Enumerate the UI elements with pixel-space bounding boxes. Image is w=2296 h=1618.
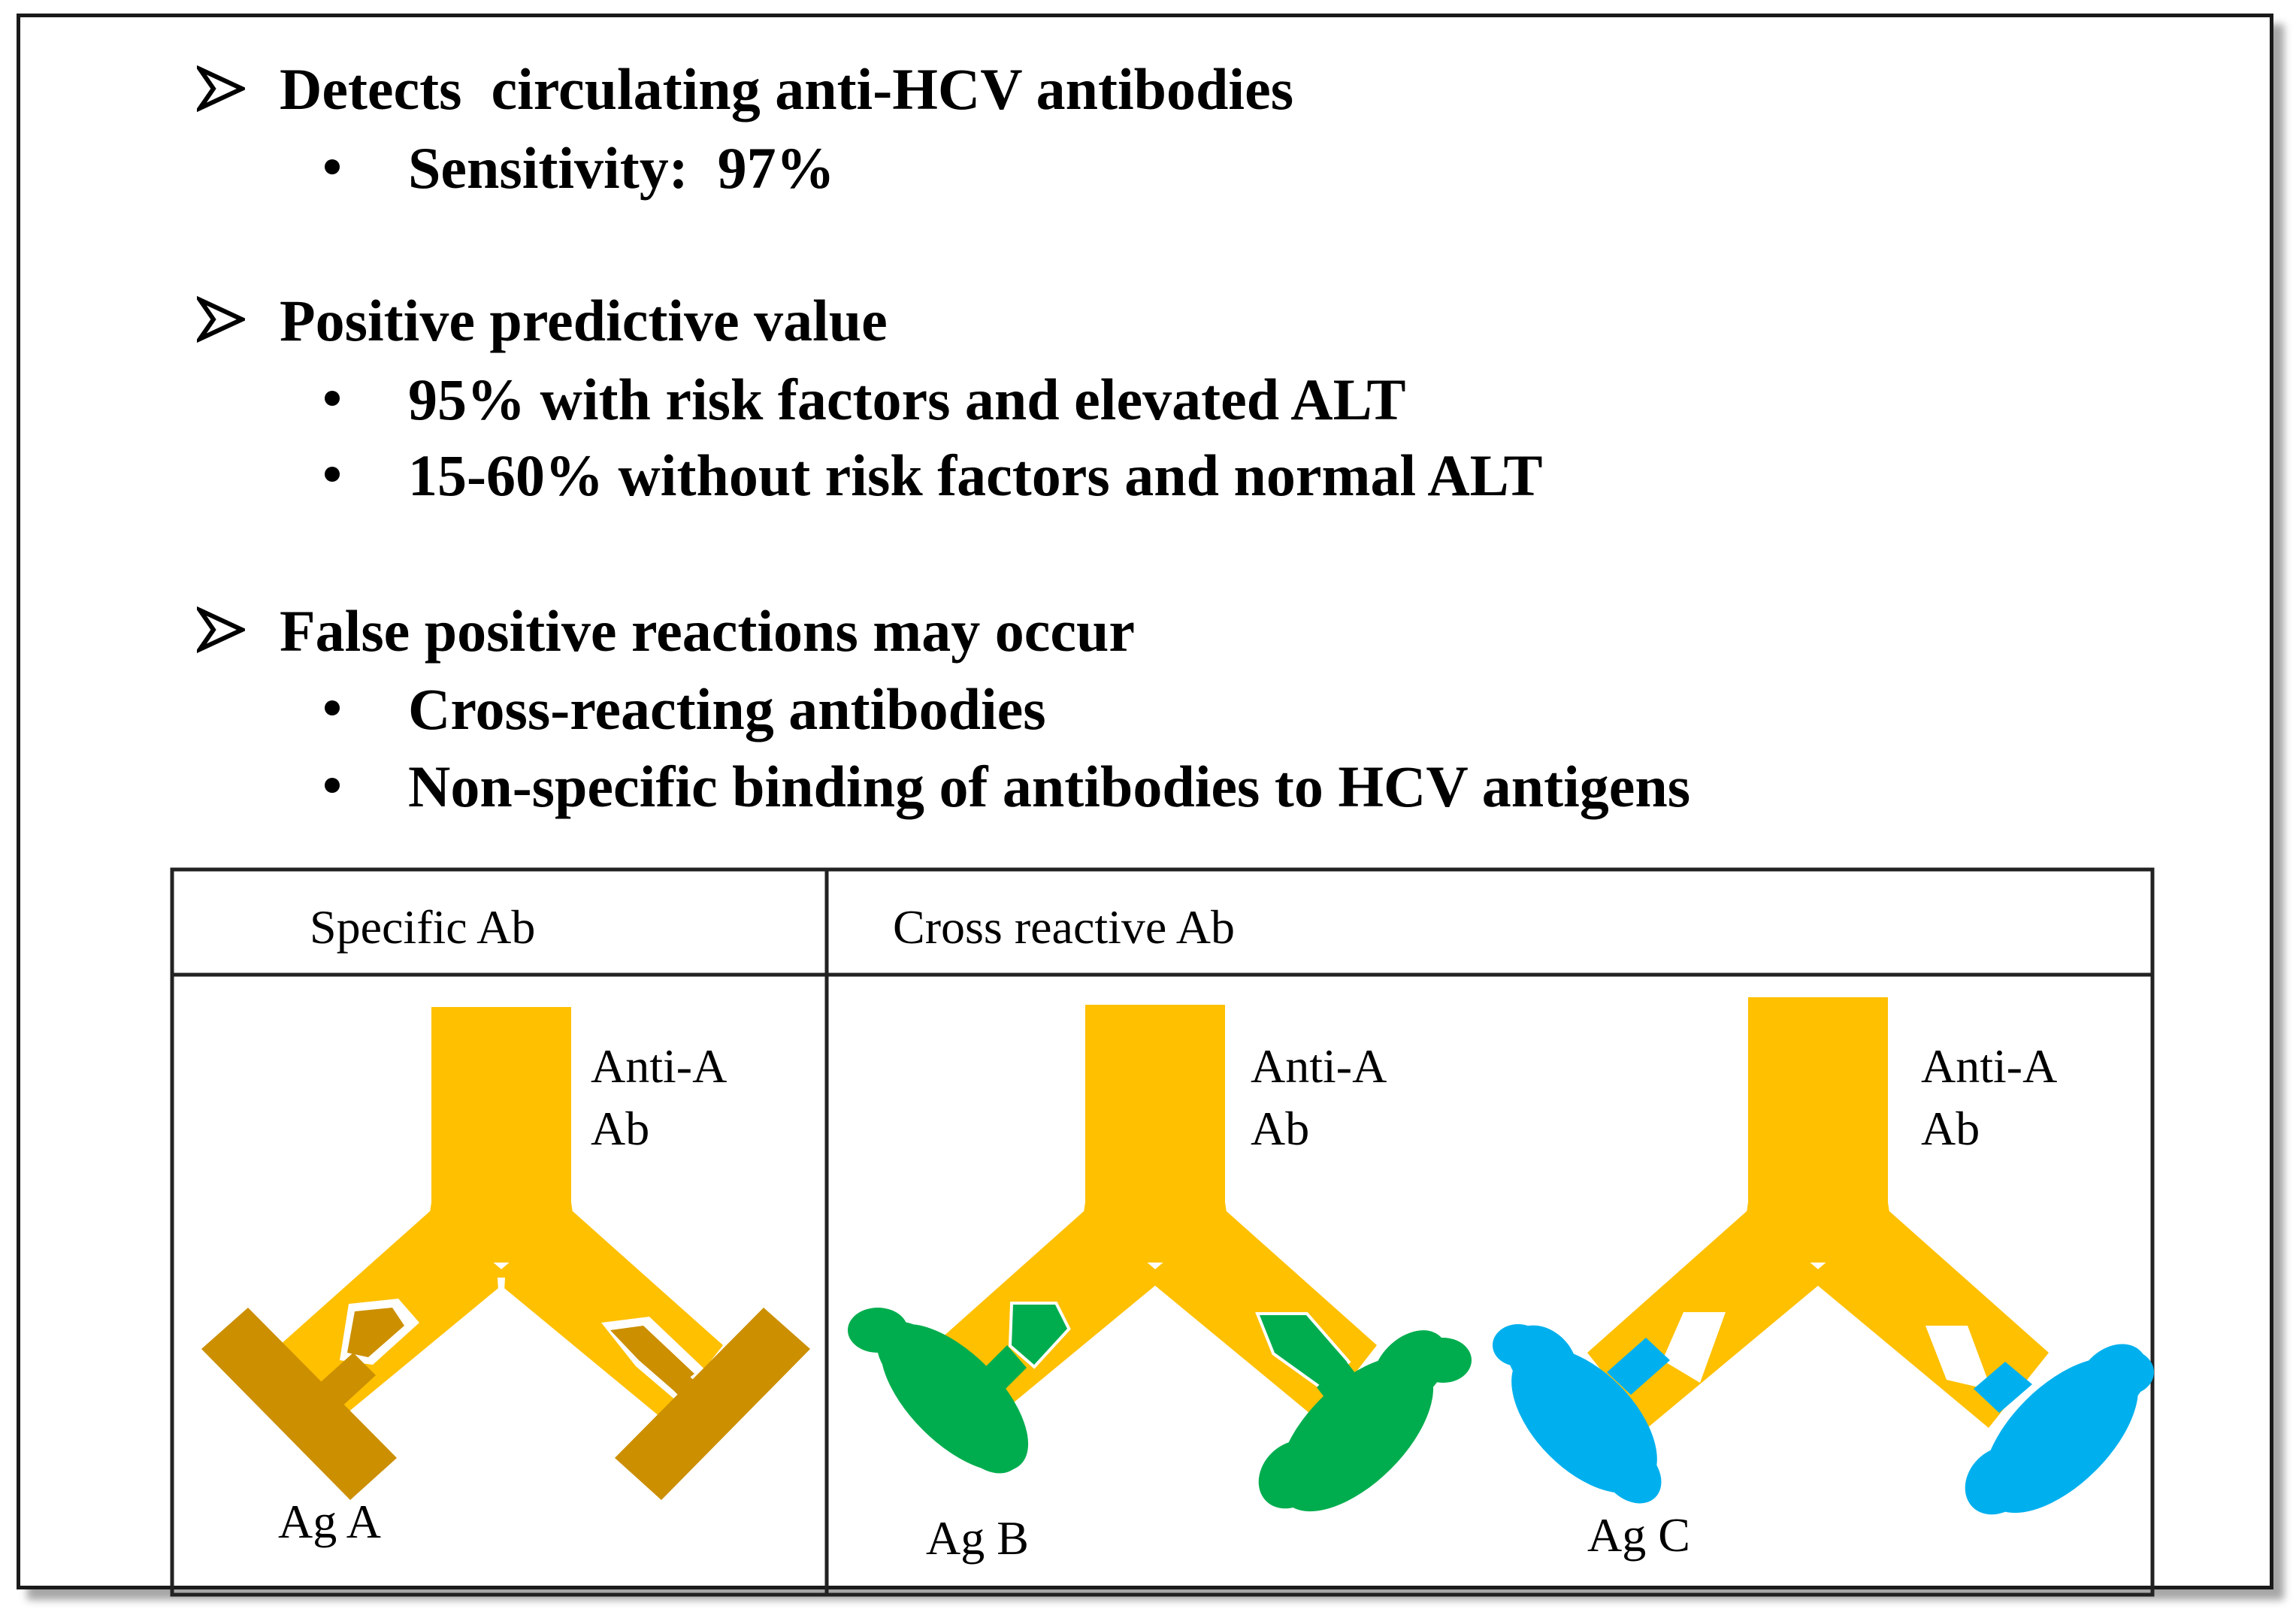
antigen-c-left — [1493, 1324, 1670, 1504]
antigen-a-left — [201, 1299, 419, 1500]
antibody-label-line1: Anti-A — [1251, 1039, 1387, 1093]
bullet-item: Sensitivity: 97% — [408, 135, 835, 201]
bullet-item: Cross-reacting antibodies — [408, 676, 1046, 742]
antibody-label-line1: Anti-A — [1921, 1039, 2057, 1093]
antigen-b-left — [848, 1302, 1071, 1474]
cross-reactive-antibody-panel-c: Anti-A Ab Ag C — [1493, 997, 2154, 1562]
antibody-label-line2: Ab — [591, 1102, 649, 1155]
antigen-label: Ag B — [926, 1511, 1029, 1565]
bullet-item: 15-60% without risk factors and normal A… — [408, 443, 1543, 508]
antigen-label: Ag C — [1587, 1508, 1690, 1562]
header-cross-reactive-ab: Cross reactive Ab — [893, 900, 1235, 954]
cross-reactive-antibody-panel-b: Anti-A Ab Ag B — [848, 1005, 1472, 1565]
bullet-item: Non-specific binding of antibodies to HC… — [408, 754, 1691, 819]
bullet-dot — [325, 700, 340, 715]
comparison-table — [170, 867, 2155, 1597]
bullet-title: Positive predictive value — [280, 288, 888, 353]
bullet-title: Detects circulating anti-HCV antibodies — [280, 56, 1294, 122]
antigen-c-right — [1965, 1344, 2154, 1515]
arrow-bullet-icon — [197, 65, 245, 113]
antigen-a-right — [601, 1308, 810, 1500]
bullet-dot — [325, 778, 340, 793]
antibody-shape — [1587, 997, 2049, 1428]
antigen-b-right — [1255, 1312, 1472, 1512]
specific-antibody-panel: Anti-A Ab Ag A — [201, 1007, 810, 1548]
header-specific-ab: Specific Ab — [310, 900, 535, 954]
bullet-dot — [325, 159, 340, 174]
bullet-title: False positive reactions may occur — [280, 598, 1136, 664]
antibody-label-line1: Anti-A — [591, 1039, 727, 1093]
antigen-label: Ag A — [278, 1495, 381, 1548]
bullet-dot — [325, 391, 340, 406]
bullet-item: 95% with risk factors and elevated ALT — [408, 367, 1406, 432]
arrow-bullet-icon — [197, 295, 245, 343]
arrow-bullet-icon — [197, 606, 245, 654]
antibody-label-line2: Ab — [1251, 1102, 1309, 1155]
antibody-label-line2: Ab — [1921, 1102, 1980, 1155]
bullet-dot — [325, 467, 340, 482]
